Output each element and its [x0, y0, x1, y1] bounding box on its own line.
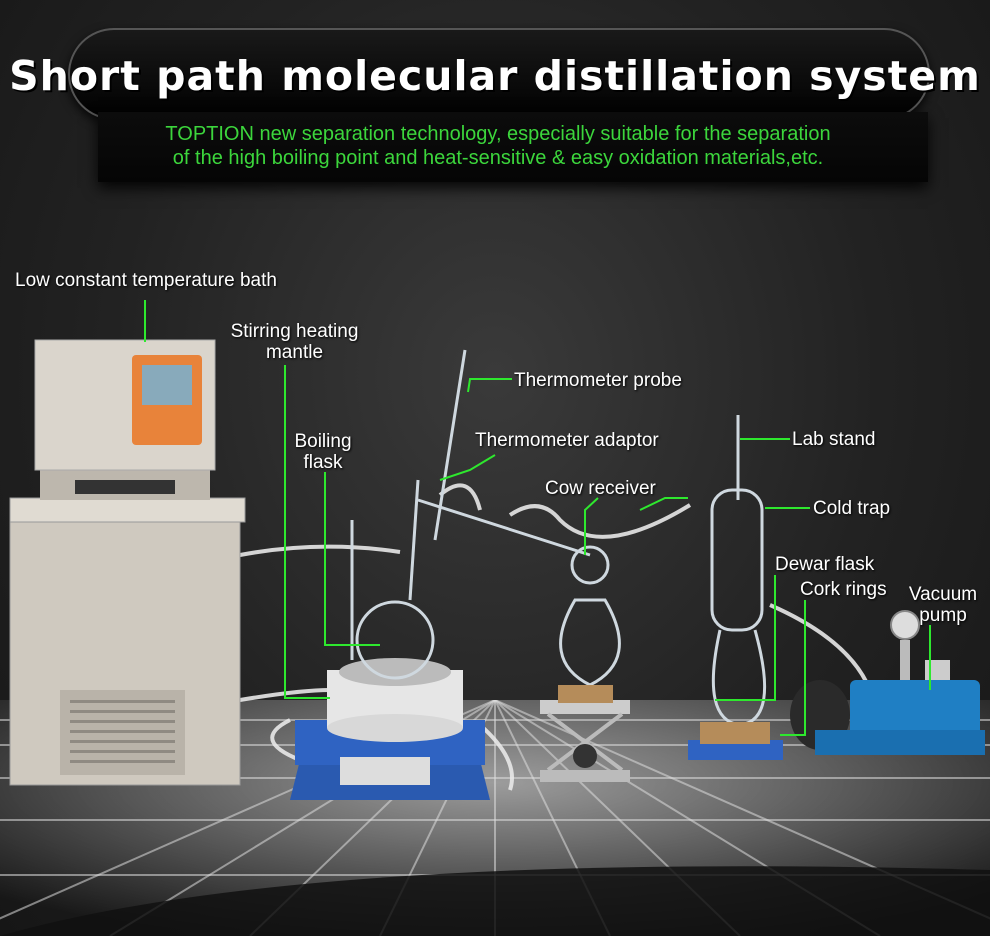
label-cold-trap: Cold trap: [813, 498, 891, 519]
subtitle-line-1: TOPTION new separation technology, espec…: [165, 123, 831, 145]
bath-unit: [9, 339, 246, 786]
subtitle: TOPTION new separation technology, espec…: [98, 122, 898, 170]
label-stirring-heating-mantle: Stirring heating mantle: [222, 321, 367, 363]
heating-mantle: [290, 658, 490, 800]
label-stirring-line-2: mantle: [265, 342, 324, 363]
label-stirring-line-1: Stirring heating: [230, 321, 359, 342]
subtitle-panel: [98, 112, 928, 182]
label-boiling-line-2: flask: [303, 452, 343, 473]
title-banner: [68, 28, 930, 120]
label-vacuum-line-1: Vacuum: [908, 584, 978, 605]
label-cow-receiver: Cow receiver: [545, 478, 656, 499]
label-thermometer-probe: Thermometer probe: [514, 370, 682, 391]
page-title: Short path molecular distillation system: [9, 52, 981, 100]
label-thermometer-adaptor: Thermometer adaptor: [475, 430, 659, 451]
label-vacuum-line-2: pump: [919, 605, 967, 626]
label-vacuum-pump: Vacuum pump: [902, 584, 984, 626]
label-boiling-line-1: Boiling: [294, 431, 352, 452]
label-boiling-flask: Boiling flask: [288, 431, 358, 473]
label-lab-stand: Lab stand: [792, 429, 876, 450]
label-dewar-flask: Dewar flask: [775, 554, 875, 575]
subtitle-line-2: of the high boiling point and heat-sensi…: [172, 147, 824, 169]
label-low-temp-bath: Low constant temperature bath: [15, 270, 277, 291]
lab-jack: [540, 685, 630, 782]
label-cork-rings: Cork rings: [800, 579, 887, 600]
